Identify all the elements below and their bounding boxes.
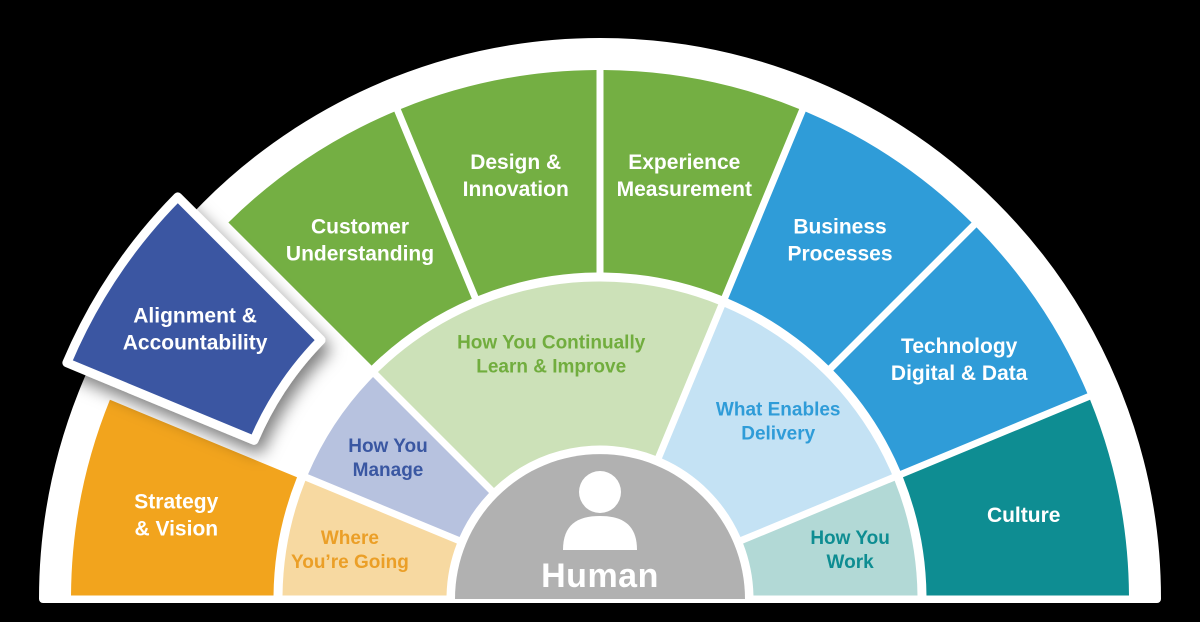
culture-segment <box>902 399 1129 596</box>
customer-understanding-segment <box>228 111 472 366</box>
technology-digital-data-segment <box>833 227 1088 471</box>
person-head <box>579 471 621 513</box>
strategy-vision-segment <box>71 399 298 596</box>
how-you-manage-segment <box>308 376 490 538</box>
human-label: Human <box>541 557 659 595</box>
how-you-continually-learn-improve-segment <box>377 281 719 489</box>
experience-measurement-segment <box>603 70 800 297</box>
what-enables-delivery-segment <box>661 307 892 538</box>
exploded-segment-layer <box>62 192 326 445</box>
culture-label: Culture <box>987 504 1061 527</box>
alignment-accountability-label: Alignment &Accountability <box>123 304 268 354</box>
design-innovation-label: Design &Innovation <box>463 151 569 201</box>
center-human-core: Human <box>455 454 745 599</box>
design-innovation-segment <box>400 70 597 297</box>
strategy-vision-label: Strategy& Vision <box>134 491 218 541</box>
where-youre-going-segment <box>282 480 457 596</box>
alignment-accountability-segment <box>62 192 326 445</box>
business-processes-segment <box>728 111 972 366</box>
how-you-work-segment <box>743 480 918 596</box>
segment-rings <box>71 70 1129 596</box>
person-shoulders <box>563 516 637 550</box>
person-icon <box>563 471 637 550</box>
